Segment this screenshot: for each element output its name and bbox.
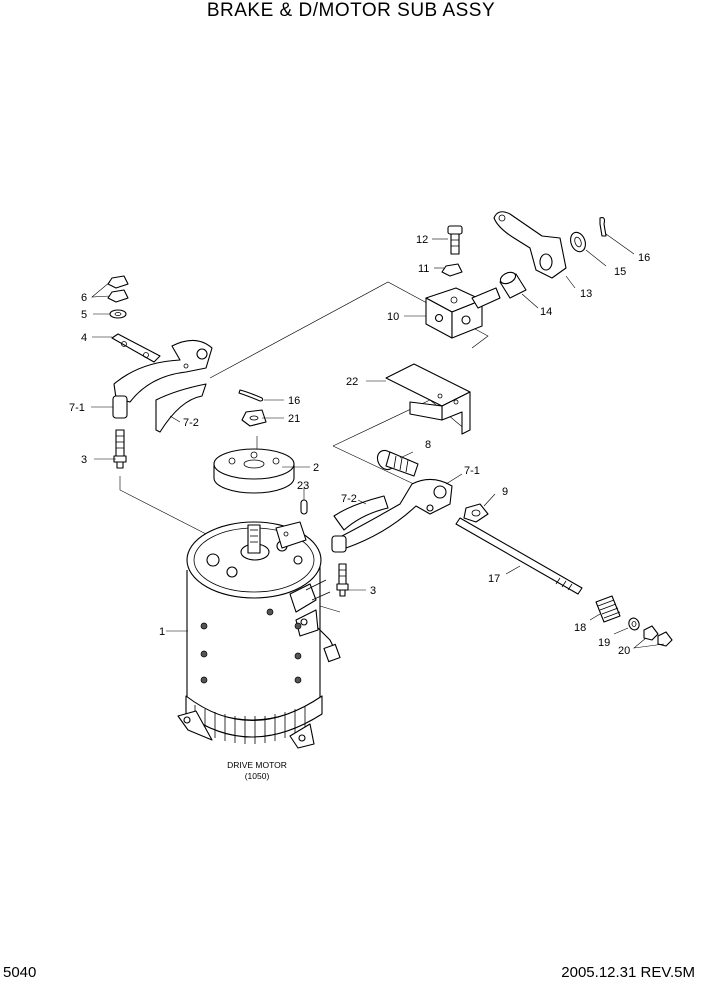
- callout-7-2-left: 7-2: [183, 417, 199, 429]
- stud-bolt-right: [336, 563, 349, 597]
- callout-11: 11: [418, 263, 429, 275]
- stud-bolt-left: [113, 429, 127, 469]
- callout-7-1-left: 7-1: [69, 402, 85, 414]
- tie-rod: [455, 517, 583, 595]
- hex-nut-11: [441, 263, 463, 277]
- callout-12: 12: [416, 234, 428, 246]
- callout-21: 21: [288, 413, 300, 425]
- callout-14: 14: [540, 306, 552, 318]
- revision-date: 2005.12.31 REV.5M: [561, 964, 695, 981]
- callout-3-right: 3: [370, 585, 376, 597]
- callout-3-left: 3: [81, 454, 87, 466]
- cotter-pin-right: [599, 217, 607, 237]
- callout-17: 17: [488, 573, 500, 585]
- brake-shoe-left: [112, 339, 213, 433]
- callout-10: 10: [387, 311, 399, 323]
- callout-9: 9: [502, 486, 508, 498]
- callout-16-left: 16: [288, 395, 300, 407]
- motor-caption-name: DRIVE MOTOR: [227, 760, 287, 770]
- page-number: 5040: [3, 964, 37, 981]
- callout-labels: 1 2 3 3 4 5 6 7-1 7-2 7-1 7-2 8 9 10 11 …: [69, 234, 650, 657]
- callout-16-right: 16: [638, 252, 650, 264]
- lock-nuts: [643, 625, 673, 647]
- hex-bolt: [447, 225, 463, 255]
- callout-18: 18: [574, 622, 586, 634]
- callout-7-1-right: 7-1: [464, 465, 480, 477]
- pivot-block: [425, 287, 501, 339]
- callout-22: 22: [346, 376, 358, 388]
- page-title: BRAKE & D/MOTOR SUB ASSY: [206, 0, 496, 21]
- nut-stack: [107, 275, 129, 319]
- callout-5: 5: [81, 309, 87, 321]
- washer-19: [628, 617, 640, 631]
- callout-13: 13: [580, 288, 592, 300]
- callout-20: 20: [618, 645, 630, 657]
- brake-shoe-right: [331, 478, 453, 553]
- spring: [595, 595, 621, 623]
- castle-nut: [241, 409, 267, 427]
- hex-nut-9: [463, 503, 489, 523]
- callout-15: 15: [614, 266, 626, 278]
- callout-1: 1: [159, 626, 165, 638]
- mounting-bracket: [385, 363, 471, 435]
- brake-lever: [493, 211, 567, 279]
- retainer-plate: [111, 333, 161, 363]
- bushing: [499, 271, 527, 299]
- cotter-pin: [238, 389, 264, 402]
- key-pin: [300, 499, 308, 515]
- leader-lines: [91, 233, 665, 649]
- callout-7-2-right: 7-2: [341, 493, 357, 505]
- callout-4: 4: [81, 332, 87, 344]
- drive-motor: [177, 521, 341, 749]
- callout-8: 8: [425, 439, 431, 451]
- callout-19: 19: [598, 637, 610, 649]
- callout-2: 2: [313, 462, 319, 474]
- callout-23: 23: [297, 480, 309, 492]
- motor-caption-code: (1050): [245, 771, 270, 781]
- washer-15: [570, 231, 586, 253]
- pivot-bolt: [376, 449, 419, 477]
- brake-disc: [213, 448, 295, 494]
- callout-6: 6: [81, 292, 87, 304]
